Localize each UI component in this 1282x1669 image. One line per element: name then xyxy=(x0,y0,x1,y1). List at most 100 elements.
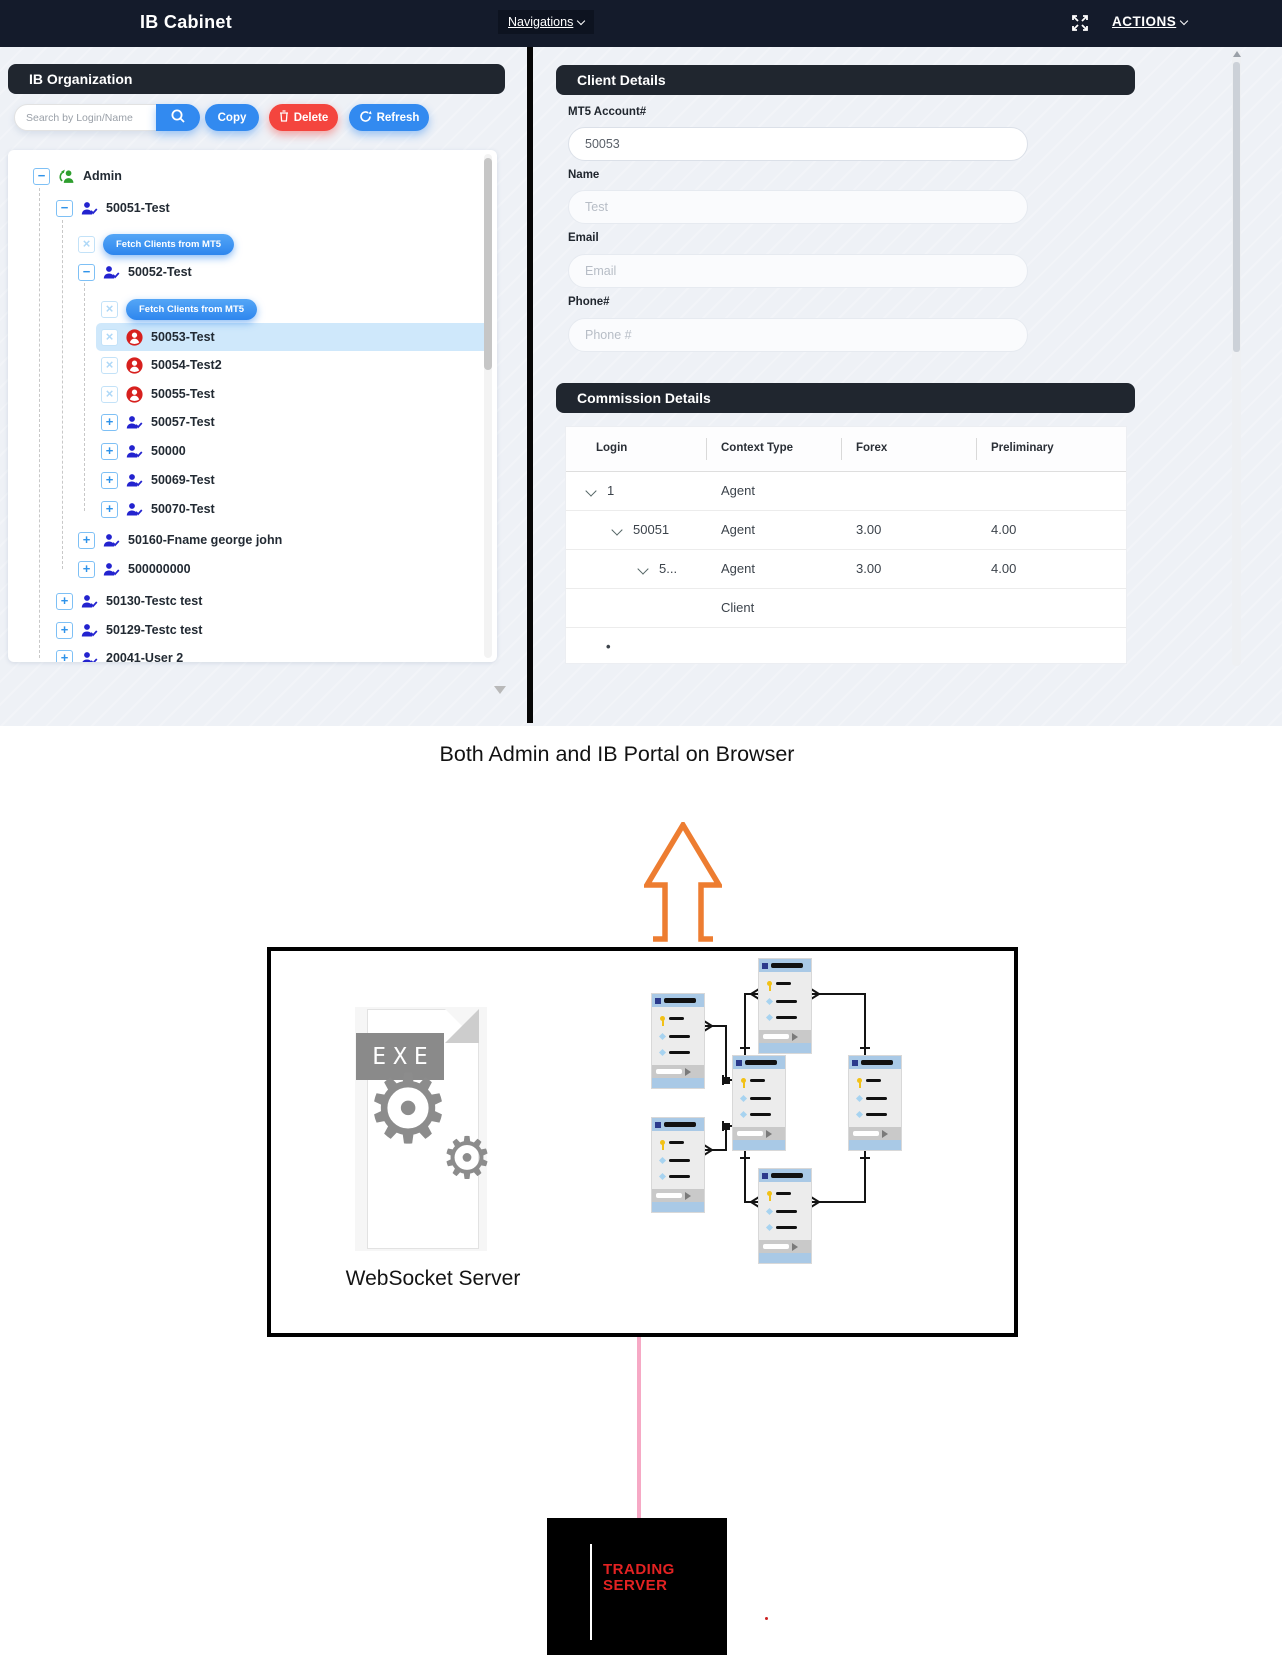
tree-node-label[interactable]: 50000 xyxy=(151,444,186,458)
server-link-line xyxy=(637,1337,641,1518)
top-navbar: IB Cabinet Navigations ACTIONS xyxy=(0,0,1282,47)
cell-preliminary: 4.00 xyxy=(991,522,1017,537)
person-check-icon xyxy=(126,472,143,489)
cell-login: 50051 xyxy=(633,522,670,537)
phone-field[interactable] xyxy=(568,318,1028,352)
key-icon xyxy=(660,1016,665,1026)
search-input[interactable] xyxy=(14,104,157,131)
person-check-icon xyxy=(81,622,98,639)
table-icon xyxy=(736,1059,742,1066)
tree-remove-toggle[interactable]: × xyxy=(101,300,118,318)
chevron-down-icon xyxy=(577,16,586,26)
name-field[interactable] xyxy=(568,190,1028,224)
key-icon xyxy=(660,1140,665,1150)
tree-row: + 500000000 xyxy=(78,555,191,583)
tree-remove-toggle[interactable]: × xyxy=(78,235,95,253)
row-collapse-caret[interactable] xyxy=(637,563,649,575)
col-header-context: Context Type xyxy=(721,442,793,454)
tree-node-label[interactable]: 20041-User 2 xyxy=(106,651,184,662)
row-collapse-caret[interactable] xyxy=(611,524,623,536)
person-check-icon xyxy=(103,264,120,281)
tree-expand-toggle[interactable]: + xyxy=(78,531,95,549)
tree-remove-toggle[interactable]: × xyxy=(101,356,118,374)
tree-node-label[interactable]: 50055-Test xyxy=(151,387,215,401)
tree-node-label[interactable]: 50052-Test xyxy=(128,265,192,279)
field-bar xyxy=(750,1078,765,1083)
search-button[interactable] xyxy=(156,104,200,131)
fullscreen-icon[interactable] xyxy=(1069,12,1091,34)
tree-expand-toggle[interactable]: + xyxy=(78,560,95,578)
tree-node-label[interactable]: 50129-Testc test xyxy=(106,623,203,637)
copy-button[interactable]: Copy xyxy=(205,104,259,131)
gear-icon: ⚙ xyxy=(441,1124,493,1192)
mt5-account-field[interactable] xyxy=(568,127,1028,161)
diamond-icon xyxy=(855,1094,864,1103)
table-title-bar xyxy=(771,963,803,968)
tree-collapse-toggle[interactable]: − xyxy=(56,199,73,217)
diamond-icon xyxy=(765,1207,774,1216)
navigations-menu[interactable]: Navigations xyxy=(498,10,595,34)
panel-scrollbar-thumb[interactable] xyxy=(1233,62,1240,352)
email-field[interactable] xyxy=(568,254,1028,288)
tree-collapse-toggle[interactable]: − xyxy=(33,167,50,185)
tree-node-label[interactable]: 50057-Test xyxy=(151,415,215,429)
tree-node-label[interactable]: 500000000 xyxy=(128,562,191,576)
cell-context: Agent xyxy=(721,561,755,576)
refresh-icon xyxy=(359,110,372,126)
browser-caption: Both Admin and IB Portal on Browser xyxy=(439,742,795,766)
delete-button[interactable]: Delete xyxy=(269,104,338,131)
play-arrow-icon xyxy=(685,1191,691,1200)
scroll-up-icon[interactable] xyxy=(1233,51,1241,57)
erd-connectors xyxy=(703,988,870,1208)
tree-node-label[interactable]: 50130-Testc test xyxy=(106,594,203,608)
tree-guide-line xyxy=(39,188,40,658)
tree-remove-toggle[interactable]: × xyxy=(101,328,118,346)
tree-expand-toggle[interactable]: + xyxy=(56,621,73,639)
actions-menu[interactable]: ACTIONS xyxy=(1112,14,1189,29)
col-header-preliminary: Preliminary xyxy=(991,442,1054,454)
tree-expand-toggle[interactable]: + xyxy=(101,413,118,431)
panel-scrollbar-track[interactable] xyxy=(1232,50,1241,666)
field-bar xyxy=(669,1174,690,1179)
tree-expand-toggle[interactable]: + xyxy=(101,471,118,489)
commission-row[interactable]: 50051 Agent 3.00 4.00 xyxy=(566,510,1126,550)
commission-row[interactable]: 1 Agent xyxy=(566,471,1126,511)
tree-expand-toggle[interactable]: + xyxy=(56,592,73,610)
tree-node-label[interactable]: 50070-Test xyxy=(151,502,215,516)
table-title-bar xyxy=(664,1122,696,1127)
tree-scrollbar-thumb[interactable] xyxy=(484,158,492,370)
tree-node-label[interactable]: Admin xyxy=(83,169,122,183)
tree-row: + 50070-Test xyxy=(101,495,215,523)
diamond-icon xyxy=(765,997,774,1006)
scroll-down-icon[interactable] xyxy=(494,686,506,694)
tree-collapse-toggle[interactable]: − xyxy=(78,263,95,281)
tree-row: + 20041-User 2 xyxy=(56,644,183,662)
app-title: IB Cabinet xyxy=(140,12,233,32)
tree-row-selected: × 50053-Test xyxy=(101,323,215,351)
fetch-clients-button[interactable]: Fetch Clients from MT5 xyxy=(126,298,258,320)
tree-expand-toggle[interactable]: + xyxy=(101,442,118,460)
commission-row[interactable]: Client xyxy=(566,588,1126,628)
org-panel-title: IB Organization xyxy=(29,71,133,87)
tree-node-label[interactable]: 50054-Test2 xyxy=(151,358,222,372)
tree-expand-toggle[interactable]: + xyxy=(101,500,118,518)
tree-row: × Fetch Clients from MT5 xyxy=(101,295,258,323)
tree-scrollbar-track[interactable] xyxy=(484,154,492,658)
navigations-label: Navigations xyxy=(508,15,574,29)
tree-remove-toggle[interactable]: × xyxy=(101,385,118,403)
diamond-icon xyxy=(855,1110,864,1119)
refresh-button-label: Refresh xyxy=(376,111,420,124)
person-check-icon xyxy=(81,200,98,217)
tree-expand-toggle[interactable]: + xyxy=(56,649,73,662)
db-table-node xyxy=(849,1056,901,1150)
fetch-clients-button[interactable]: Fetch Clients from MT5 xyxy=(103,233,235,255)
tree-node-label[interactable]: 50051-Test xyxy=(106,201,170,215)
refresh-button[interactable]: Refresh xyxy=(349,104,429,131)
tree-guide-line xyxy=(84,283,85,511)
key-icon xyxy=(857,1078,862,1088)
tree-node-label[interactable]: 50069-Test xyxy=(151,473,215,487)
row-collapse-caret[interactable] xyxy=(585,485,597,497)
tree-node-label[interactable]: 50053-Test xyxy=(151,330,215,344)
commission-row[interactable]: 5... Agent 3.00 4.00 xyxy=(566,549,1126,589)
tree-node-label[interactable]: 50160-Fname george john xyxy=(128,533,283,547)
